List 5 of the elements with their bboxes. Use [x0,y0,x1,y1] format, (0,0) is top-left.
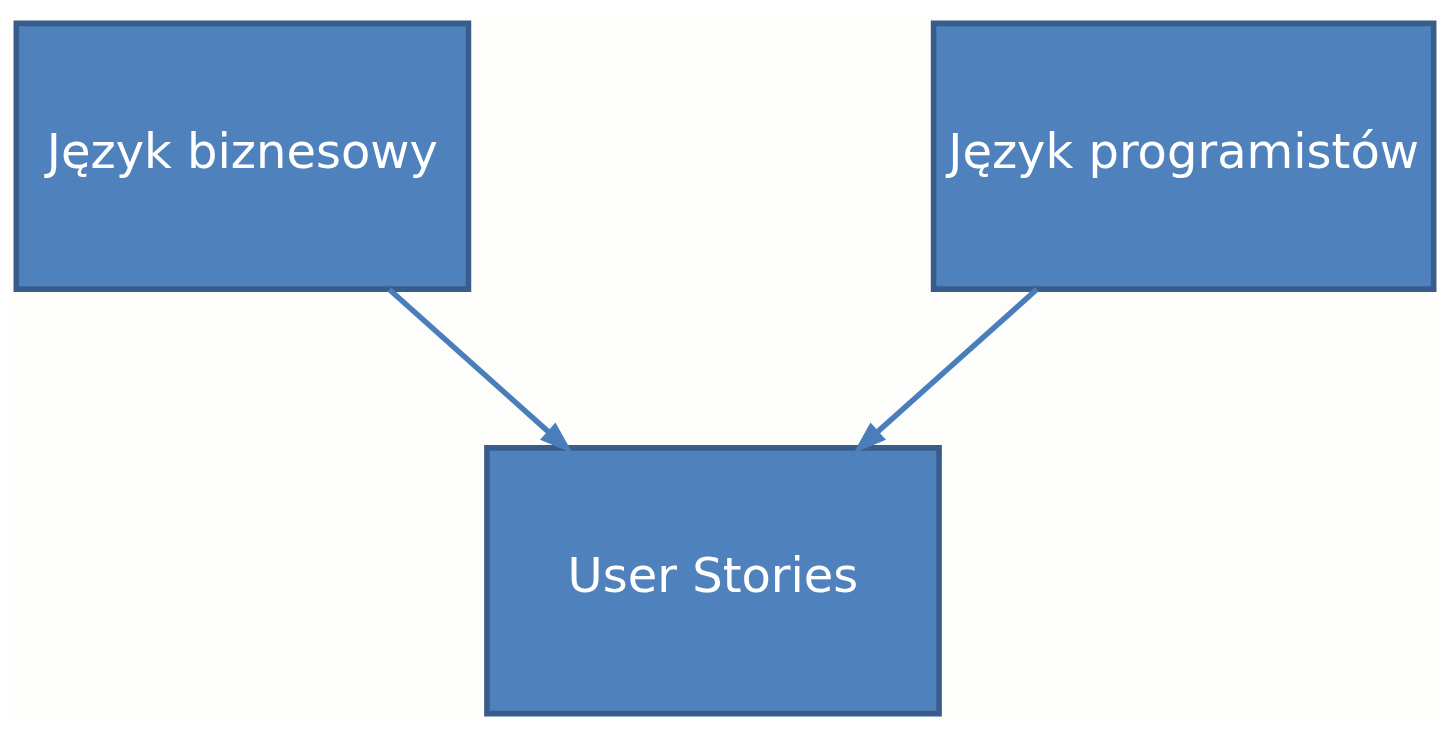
node-box: Język biznesowy [13,20,472,292]
arrow [853,286,1039,453]
node-box: Język programistów [930,20,1437,292]
node-box: User Stories [484,444,942,716]
arrow [387,286,573,453]
